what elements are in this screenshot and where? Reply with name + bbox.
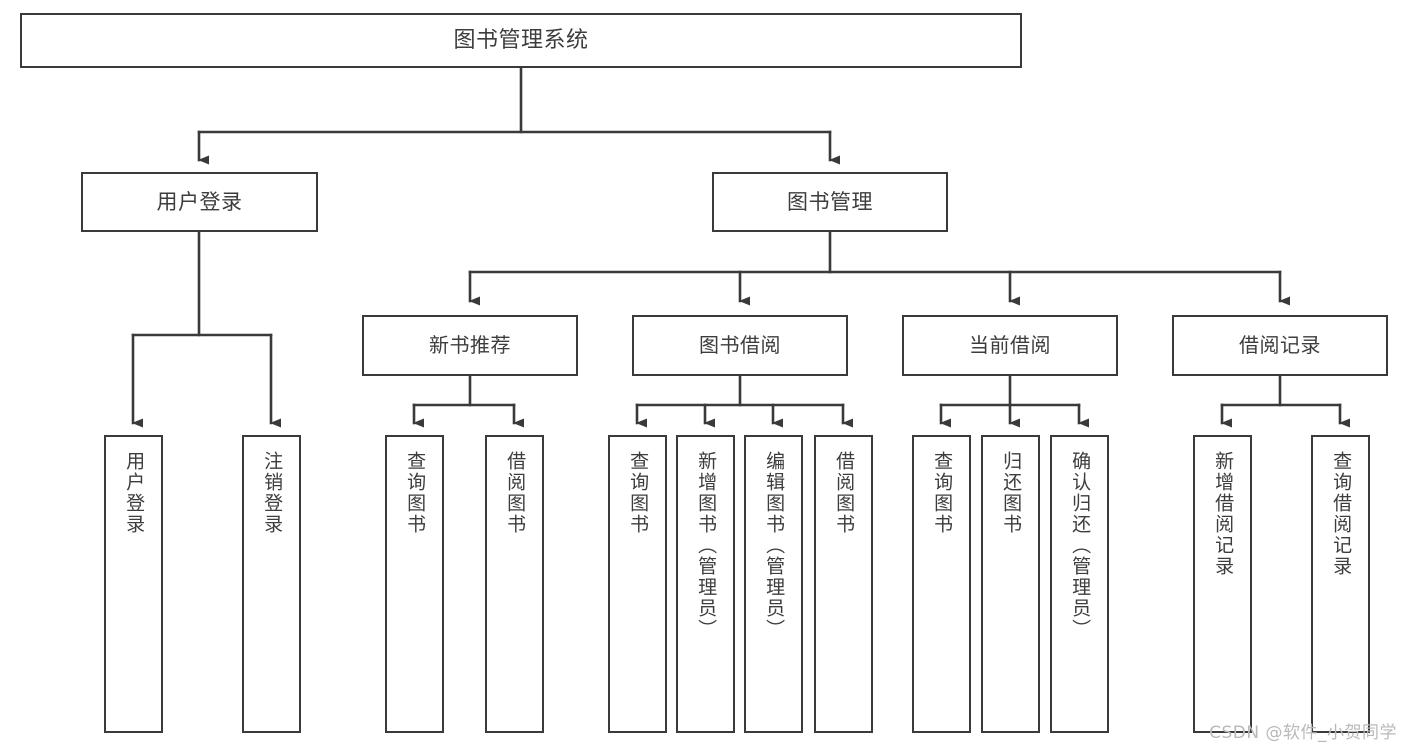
node-user-login-leaf[interactable]: 用户登录 — [104, 435, 163, 733]
node-add-borrow-record-label: 新增借阅记录 — [1212, 451, 1235, 577]
node-query-borrow-record-label: 查询借阅记录 — [1330, 451, 1353, 577]
node-new-book-recommend-label: 新书推荐 — [429, 332, 511, 357]
node-borrow-book-2[interactable]: 借阅图书 — [814, 435, 873, 733]
node-book-management-label: 图书管理 — [787, 189, 873, 214]
node-return-book-label: 归还图书 — [1000, 451, 1023, 535]
node-logout-leaf[interactable]: 注销登录 — [242, 435, 301, 733]
node-query-book-3[interactable]: 查询图书 — [912, 435, 971, 733]
node-add-book[interactable]: 新增图书（管理员） — [676, 435, 735, 733]
node-borrow-record[interactable]: 借阅记录 — [1172, 315, 1388, 376]
node-current-borrow-label: 当前借阅 — [969, 332, 1051, 357]
node-book-borrow-label: 图书借阅 — [699, 332, 781, 357]
node-borrow-book-1[interactable]: 借阅图书 — [485, 435, 544, 733]
node-query-book-3-label: 查询图书 — [931, 451, 954, 535]
node-query-book-1[interactable]: 查询图书 — [385, 435, 444, 733]
node-user-login-label: 用户登录 — [156, 189, 243, 214]
node-add-borrow-record[interactable]: 新增借阅记录 — [1193, 435, 1252, 733]
node-user-login[interactable]: 用户登录 — [81, 172, 318, 232]
node-root[interactable]: 图书管理系统 — [20, 13, 1022, 68]
node-borrow-book-2-label: 借阅图书 — [833, 451, 856, 535]
node-new-book-recommend[interactable]: 新书推荐 — [362, 315, 578, 376]
node-query-borrow-record[interactable]: 查询借阅记录 — [1311, 435, 1370, 733]
node-user-login-leaf-label: 用户登录 — [123, 451, 146, 535]
node-add-book-label: 新增图书（管理员） — [695, 451, 718, 640]
node-query-book-2-label: 查询图书 — [627, 451, 650, 535]
node-edit-book[interactable]: 编辑图书（管理员） — [744, 435, 803, 733]
node-confirm-return[interactable]: 确认归还（管理员） — [1050, 435, 1109, 733]
node-book-management[interactable]: 图书管理 — [712, 172, 948, 232]
node-root-label: 图书管理系统 — [453, 27, 589, 53]
node-query-book-2[interactable]: 查询图书 — [608, 435, 667, 733]
node-query-book-1-label: 查询图书 — [404, 451, 427, 535]
node-edit-book-label: 编辑图书（管理员） — [763, 451, 786, 640]
node-confirm-return-label: 确认归还（管理员） — [1069, 451, 1092, 640]
node-logout-leaf-label: 注销登录 — [261, 451, 284, 535]
node-borrow-record-label: 借阅记录 — [1239, 332, 1321, 357]
node-book-borrow[interactable]: 图书借阅 — [632, 315, 848, 376]
node-current-borrow[interactable]: 当前借阅 — [902, 315, 1118, 376]
node-return-book[interactable]: 归还图书 — [981, 435, 1040, 733]
node-borrow-book-1-label: 借阅图书 — [504, 451, 527, 535]
